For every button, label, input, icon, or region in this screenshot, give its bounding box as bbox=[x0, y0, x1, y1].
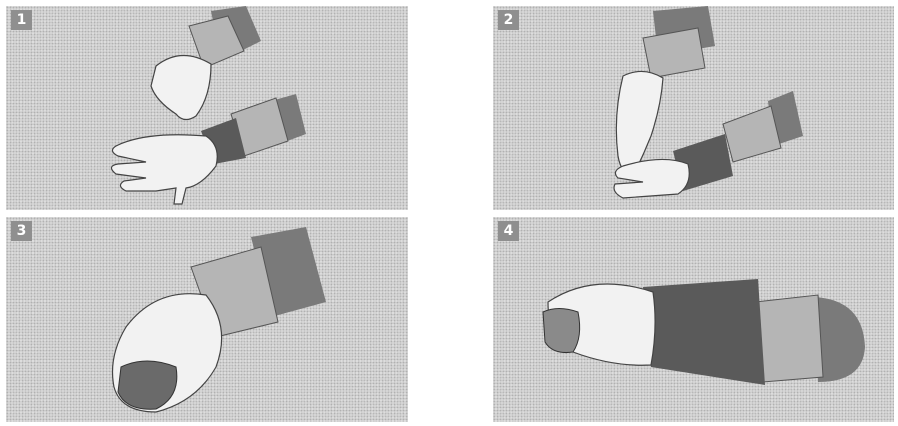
step-number-badge: 3 bbox=[11, 221, 32, 241]
step-number-badge: 2 bbox=[498, 10, 519, 30]
glove-removal-illustration-step-4 bbox=[493, 217, 894, 422]
step-panel-2: 2 bbox=[493, 6, 894, 210]
glove-removal-illustration-step-2 bbox=[493, 6, 894, 210]
step-number-badge: 4 bbox=[498, 221, 519, 241]
step-number-badge: 1 bbox=[11, 10, 32, 30]
step-panel-4: 4 bbox=[493, 217, 894, 422]
glove-removal-illustration-step-3 bbox=[6, 217, 408, 422]
step-panel-1: 1 bbox=[6, 6, 408, 210]
glove-removal-illustration-step-1 bbox=[6, 6, 408, 210]
step-panel-3: 3 bbox=[6, 217, 408, 422]
